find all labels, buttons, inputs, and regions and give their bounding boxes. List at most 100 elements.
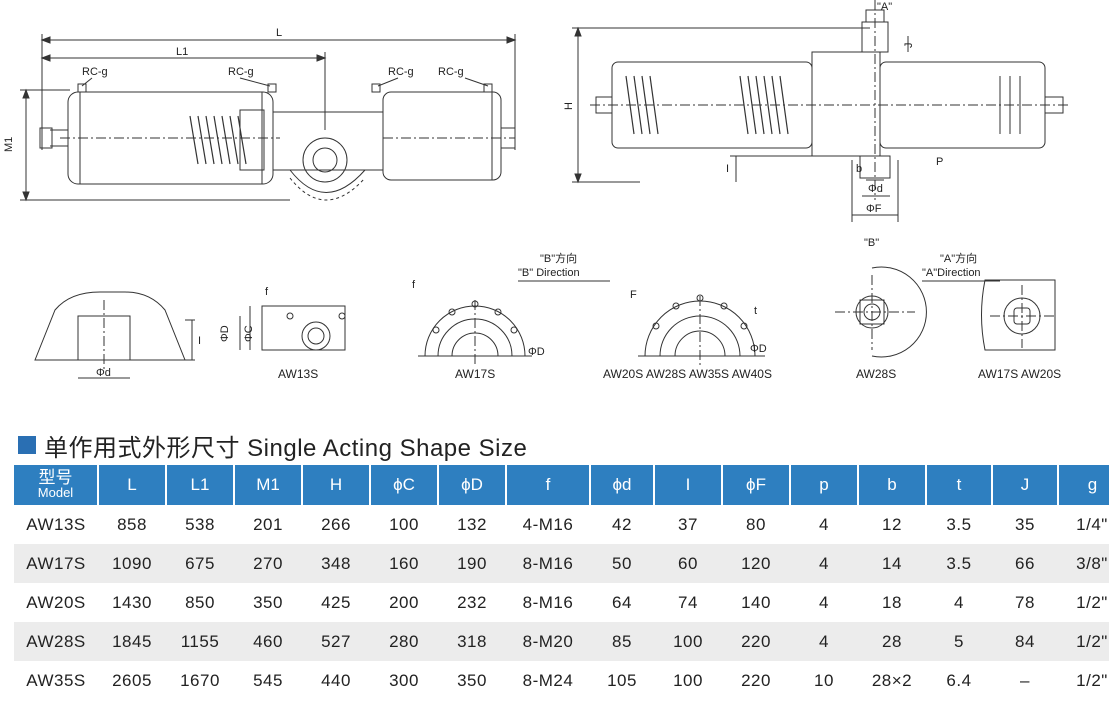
table-cell: 350	[234, 583, 302, 622]
view-a-label: "A"	[877, 1, 892, 13]
table-cell: 2605	[98, 661, 166, 700]
table-cell: 220	[722, 622, 790, 661]
dim-phi-f-label: ΦF	[866, 203, 882, 215]
technical-drawing-svg: L L1 M1 RC-g RC-g RC-g RC-g	[3, 0, 1070, 381]
model-cell: AW13S	[14, 505, 98, 544]
table-cell: 4	[790, 544, 858, 583]
table-cell: 78	[992, 583, 1058, 622]
dim-f-aw13s: f	[265, 286, 269, 298]
dim-phi-d-aw13s: ΦD	[219, 325, 231, 342]
table-cell: 10	[790, 661, 858, 700]
table-cell: 4	[790, 505, 858, 544]
table-cell: 12	[858, 505, 926, 544]
header-cell: p	[790, 465, 859, 505]
dim-i-label-section: I	[198, 335, 201, 347]
table-cell: 4-M16	[506, 505, 590, 544]
table-cell: 270	[234, 544, 302, 583]
header-cell: ϕd	[590, 465, 655, 505]
table-cell: 3.5	[926, 505, 992, 544]
header-cell: M1	[234, 465, 303, 505]
model-cell: AW17S	[14, 544, 98, 583]
rc-g-label-2: RC-g	[228, 66, 254, 78]
header-cell: H	[302, 465, 371, 505]
table-cell: 5	[926, 622, 992, 661]
section-title: 单作用式外形尺寸 Single Acting Shape Size	[18, 428, 527, 462]
table-cell: 348	[302, 544, 370, 583]
dim-phi-d-top: Φd	[868, 183, 883, 195]
model-cell: AW20S	[14, 583, 98, 622]
table-cell: 28×2	[858, 661, 926, 700]
dim-phi-c-aw13s: ΦC	[243, 325, 255, 342]
table-cell: 35	[992, 505, 1058, 544]
header-cell: ϕD	[438, 465, 507, 505]
table-cell: –	[992, 661, 1058, 700]
table-cell: 132	[438, 505, 506, 544]
table-cell: 120	[722, 544, 790, 583]
dim-i-label-top: I	[726, 163, 729, 175]
view-b-label: "B"	[864, 237, 879, 249]
table-cell: 266	[302, 505, 370, 544]
dim-f-aw17s: f	[412, 279, 416, 291]
table-cell: 8-M16	[506, 583, 590, 622]
table-cell: 4	[926, 583, 992, 622]
table-cell: 18	[858, 583, 926, 622]
technical-drawings: L L1 M1 RC-g RC-g RC-g RC-g	[3, 0, 1070, 381]
table-cell: 538	[166, 505, 234, 544]
table-cell: 85	[590, 622, 654, 661]
rc-g-label-4: RC-g	[438, 66, 464, 78]
table-cell: 37	[654, 505, 722, 544]
header-cell: J	[992, 465, 1059, 505]
header-cell: L1	[166, 465, 235, 505]
table-cell: 100	[654, 661, 722, 700]
b-direction-en: "B" Direction	[518, 267, 580, 279]
front-view-drawing	[20, 34, 517, 202]
header-model-en: Model	[37, 485, 74, 500]
table-cell: 190	[438, 544, 506, 583]
table-cell: 1155	[166, 622, 234, 661]
aw13s-caption: AW13S	[278, 367, 318, 381]
dim-l1-label: L1	[176, 46, 188, 58]
table-cell: 100	[654, 622, 722, 661]
table-cell: 160	[370, 544, 438, 583]
aw28s-view-b-drawing	[835, 266, 927, 358]
table-cell: 1/2"	[1058, 622, 1109, 661]
table-cell: 300	[370, 661, 438, 700]
table-cell: 1/2"	[1058, 583, 1109, 622]
table-cell: 8-M16	[506, 544, 590, 583]
table-cell: 200	[370, 583, 438, 622]
title-bullet-icon	[18, 436, 36, 454]
header-cell: L	[98, 465, 167, 505]
table-cell: 425	[302, 583, 370, 622]
aw17s-caption: AW17S	[455, 367, 495, 381]
dim-phi-d-aw17s: ΦD	[528, 346, 545, 358]
table-cell: 858	[98, 505, 166, 544]
table-cell: 232	[438, 583, 506, 622]
aw17s-flange-drawing	[418, 300, 532, 365]
dim-h-label: H	[563, 102, 575, 110]
table-cell: 1/4"	[1058, 505, 1109, 544]
a-direction-en: "A"Direction	[922, 267, 981, 279]
table-cell: 675	[166, 544, 234, 583]
dim-F-aw20: F	[630, 289, 637, 301]
table-cell: 1/2"	[1058, 661, 1109, 700]
header-cell: t	[926, 465, 993, 505]
b-direction-zh: "B"方向	[540, 251, 577, 265]
header-model-zh: 型号	[38, 468, 73, 487]
table-cell: 100	[370, 505, 438, 544]
header-cell: ϕF	[722, 465, 791, 505]
table-cell: 1430	[98, 583, 166, 622]
aw20-40-caption: AW20S AW28S AW35S AW40S	[603, 367, 772, 381]
table-cell: 220	[722, 661, 790, 700]
header-cell: ϕC	[370, 465, 439, 505]
rc-g-label-3: RC-g	[388, 66, 414, 78]
table-cell: 1670	[166, 661, 234, 700]
dim-phi-d-section: Φd	[96, 367, 111, 379]
dim-l-label: L	[276, 27, 282, 39]
rc-g-label-1: RC-g	[82, 66, 108, 78]
table-cell: 6.4	[926, 661, 992, 700]
